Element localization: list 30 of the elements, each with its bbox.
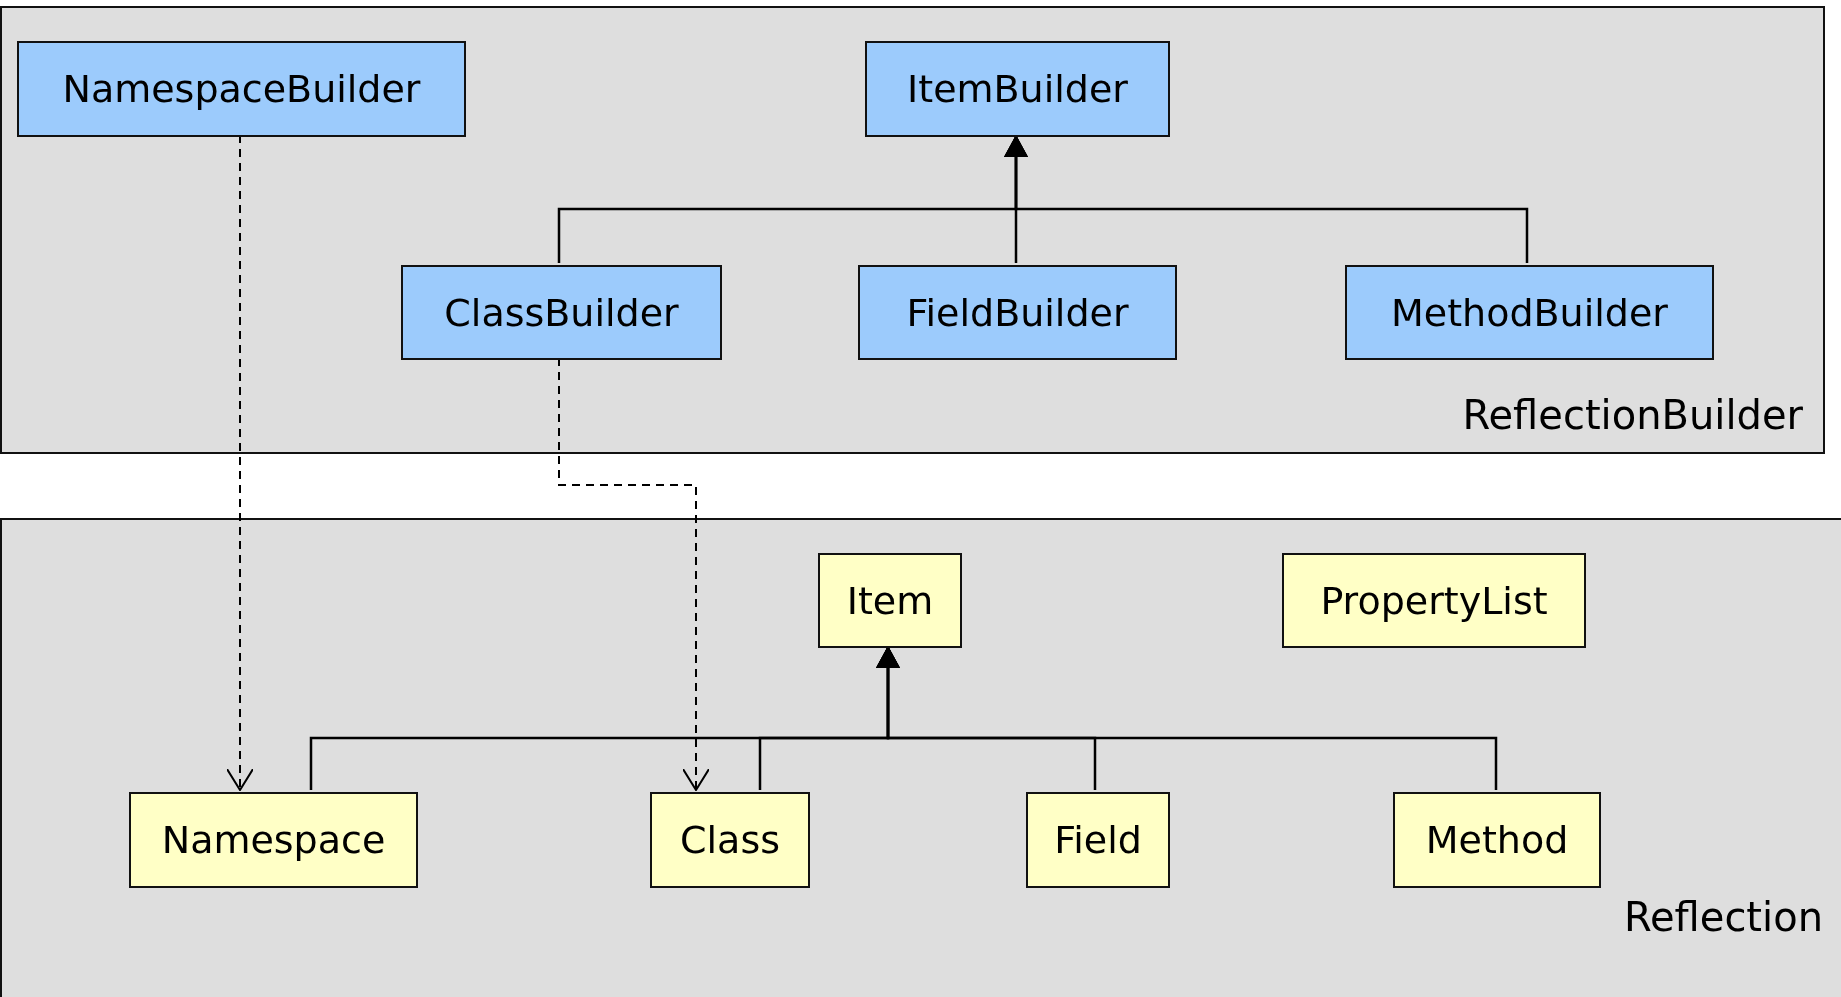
class-name: Class (680, 818, 780, 862)
class-name: NamespaceBuilder (62, 67, 421, 111)
package-name: ReflectionBuilder (1462, 392, 1803, 438)
class-box (17, 41, 466, 137)
inheritance-arrow (876, 646, 1498, 790)
class-name: PropertyList (1320, 578, 1548, 623)
class-box (129, 792, 418, 888)
class-box (858, 265, 1177, 360)
class-name: ClassBuilder (444, 290, 679, 335)
class-box (401, 265, 722, 360)
dependency-arrow (558, 357, 710, 791)
class-name: Field (1054, 818, 1142, 862)
package-name: Reflection (1623, 894, 1823, 940)
class-box (1393, 792, 1601, 888)
class-name: Namespace (161, 818, 386, 862)
class-name: MethodBuilder (1391, 290, 1668, 335)
class-box (1026, 792, 1170, 888)
class-name: Method (1425, 818, 1569, 862)
class-name: FieldBuilder (906, 290, 1129, 335)
class-name: ItemBuilder (907, 67, 1128, 111)
class-name: Item (846, 578, 934, 623)
class-box (650, 792, 810, 888)
package-panel (0, 518, 1841, 997)
class-box (1345, 265, 1714, 360)
class-box (818, 553, 962, 648)
dependency-arrow (226, 134, 254, 791)
class-box (1282, 553, 1586, 648)
inheritance-arrow (1004, 135, 1529, 263)
package-panel (0, 6, 1825, 454)
class-box (865, 41, 1170, 137)
